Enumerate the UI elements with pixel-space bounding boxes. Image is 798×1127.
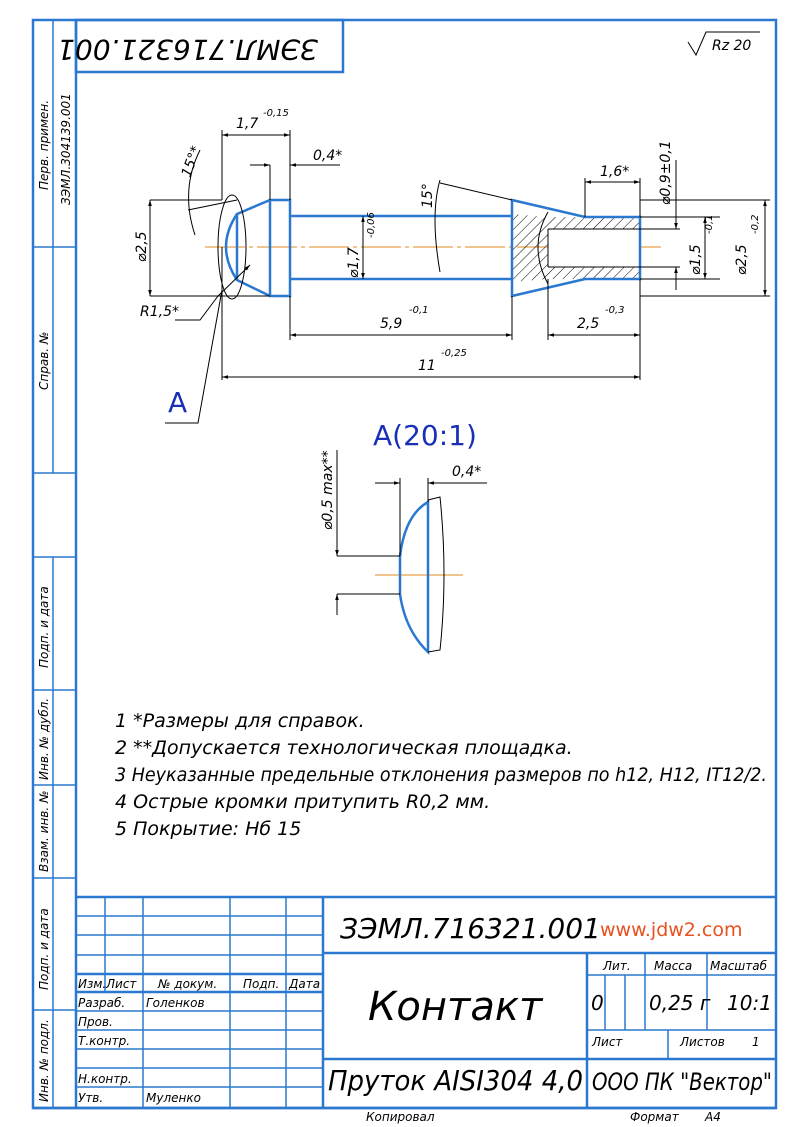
scale-label: Масштаб [710, 959, 768, 973]
detail-dim-phi-0-5: ⌀0,5 max** [320, 450, 336, 530]
note: 1 *Размеры для справок. [115, 710, 365, 732]
dim-15deg-mid: 15° [420, 183, 436, 208]
dim-phi-1-5: ⌀1,5 [688, 244, 704, 275]
dim-5-9-tol: -0,1 [409, 305, 429, 316]
dim-phi-0-9: ⌀0,9±0,1 [658, 140, 674, 205]
technical-notes: 1 *Размеры для справок. 2 **Допускается … [115, 710, 767, 840]
sprav-label: Справ. № [37, 332, 51, 390]
dim-15deg-left: 15°* [179, 144, 205, 179]
perv-primen-value: ЗЭМЛ.304139.001 [59, 93, 73, 205]
sheets-value: 1 [752, 1035, 760, 1049]
detail-circle [217, 194, 247, 300]
title-block: ЗЭМЛ.716321.001 www.jdw2.com Изм. Лист №… [33, 895, 776, 1124]
header-list: Лист [105, 977, 137, 991]
note: 5 Покрытие: Нб 15 [115, 818, 301, 840]
dim-1-7: 1,7 [236, 116, 258, 132]
note: 4 Острые кромки притупить R0,2 мм. [115, 791, 490, 813]
designation: ЗЭМЛ.716321.001 [340, 912, 601, 945]
sheet-label: Лист [591, 1035, 623, 1049]
material: Пруток AISI304 4,0 [328, 1064, 583, 1097]
note: 2 **Допускается технологическая площадка… [115, 737, 573, 759]
part-name: Контакт [368, 984, 544, 1030]
format-value: А4 [704, 1110, 721, 1124]
role-name: Голенков [146, 996, 205, 1010]
roughness-symbol: Rz 20 [687, 31, 760, 57]
dim-2-5-depth-tol: -0,3 [605, 305, 625, 316]
dim-phi-1-7: ⌀1,7 [346, 247, 362, 278]
detail-dim-0-4: 0,4* [452, 464, 481, 480]
watermark: www.jdw2.com [600, 919, 743, 941]
dim-phi-1-7-tol: -0,06 [366, 212, 377, 238]
dim-phi-2-5-right: ⌀2,5 [734, 244, 750, 275]
role-label: Разраб. [78, 996, 125, 1010]
dim-phi-2-5-right-tol: -0,2 [750, 214, 761, 234]
sheets-label: Листов [679, 1035, 725, 1049]
detail-view: A(20:1) 0,4* ⌀0,5 max** [320, 419, 487, 655]
header-doc: № докум. [157, 977, 217, 991]
dim-5-9: 5,9 [380, 316, 402, 332]
header-data: Дата [288, 977, 320, 991]
inv-podl-label: Инв. № подл. [37, 1019, 51, 1102]
detail-callout-label: A [168, 386, 187, 419]
dim-1-6: 1,6* [600, 164, 629, 180]
role-label: Т.контр. [78, 1034, 130, 1048]
role-label: Н.контр. [78, 1072, 132, 1086]
podp-data-label-2: Подп. и дата [37, 908, 51, 990]
roughness-value: Rz 20 [712, 38, 751, 54]
top-stamp-code: ЗЭМЛ.716321.001 [57, 33, 318, 66]
dim-0-4: 0,4* [313, 148, 342, 164]
dim-11-tol: -0,25 [441, 348, 467, 359]
note: 3 Неуказанные предельные отклонения разм… [115, 764, 767, 786]
mass-label: Масса [654, 959, 692, 973]
header-podp: Подп. [243, 977, 279, 991]
lit-label: Лит. [602, 959, 631, 973]
inv-dubl-label: Инв. № дубл. [37, 698, 51, 780]
format-label: Формат [630, 1110, 680, 1124]
dim-2-5-depth: 2,5 [577, 316, 599, 332]
detail-title: A(20:1) [373, 419, 477, 452]
vzam-inv-label: Взам. инв. № [37, 791, 51, 872]
top-stamp-box [74, 18, 345, 74]
role-label: Пров. [78, 1015, 113, 1029]
perv-primen-label: Перв. примен. [37, 100, 51, 190]
dim-phi-2-5-left: ⌀2,5 [134, 231, 150, 262]
copied-label: Копировал [366, 1110, 435, 1124]
main-view: 1,7 -0,15 0,4* 15°* ⌀2,5 ⌀1,7 -0,06 15° … [134, 108, 770, 424]
header-izm: Изм. [78, 977, 106, 991]
podp-data-label: Подп. и дата [37, 586, 51, 668]
role-name: Муленко [146, 1091, 201, 1105]
role-label: Утв. [78, 1091, 103, 1105]
dim-1-7-tol: -0,15 [263, 108, 289, 119]
lit-value: 0 [591, 991, 604, 1015]
company: ООО ПК "Вектор" [592, 1068, 772, 1096]
mass-value: 0,25 г [649, 991, 711, 1015]
side-strip: Перв. примен. ЗЭМЛ.304139.001 Справ. № П… [37, 93, 73, 1102]
dim-r-1-5: R1,5* [140, 304, 179, 320]
dim-11: 11 [418, 358, 436, 374]
scale-value: 10:1 [727, 991, 772, 1015]
dim-phi-1-5-tol: -0,1 [704, 214, 715, 234]
